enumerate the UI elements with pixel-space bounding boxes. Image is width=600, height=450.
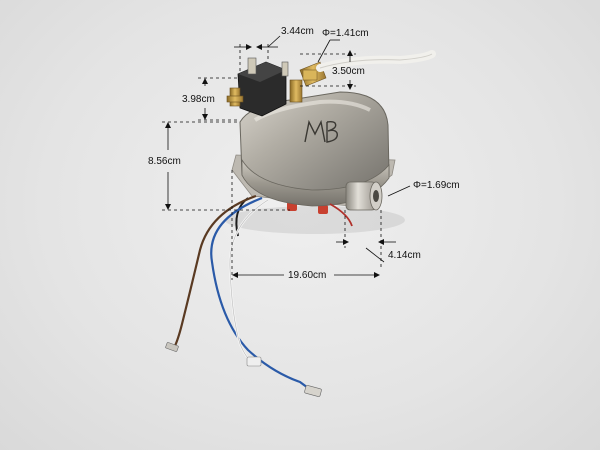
terminal-right [318, 205, 328, 214]
wire-brown [173, 194, 257, 349]
dimension-outlet-diameter: Φ=1.41cm [322, 28, 369, 39]
solenoid-valve [237, 57, 289, 117]
dimension-body-height: 8.56cm [148, 156, 181, 167]
brass-fitting-top [289, 79, 303, 103]
connector-brown [165, 342, 179, 352]
steam-nozzle [345, 181, 383, 211]
connector-white [246, 356, 262, 367]
body-highlight [253, 99, 371, 122]
dimension-nozzle-length: 4.14cm [388, 250, 421, 261]
brass-fitting-left-nut [226, 95, 244, 103]
shadow [225, 206, 405, 234]
connector-blue [304, 385, 322, 397]
dimension-valve-width: 3.44cm [281, 26, 314, 37]
outlet-nut [302, 69, 318, 81]
dimension-body-length: 19.60cm [288, 270, 327, 281]
wire-blue [210, 196, 315, 393]
mb-logo [304, 119, 338, 143]
dimension-outlet-height: 3.50cm [332, 66, 365, 77]
wire-red [329, 203, 353, 227]
dimension-nozzle-diameter: Φ=1.69cm [413, 180, 460, 191]
dimension-valve-height: 3.98cm [182, 94, 215, 105]
